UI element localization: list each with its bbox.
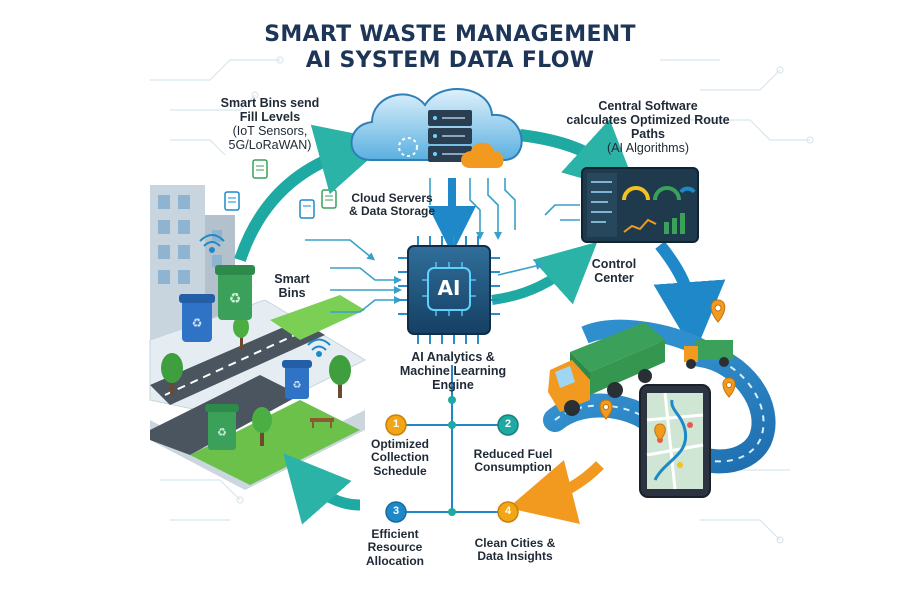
label-line: Schedule: [358, 465, 442, 478]
svg-text:♻: ♻: [192, 316, 203, 330]
svg-text:♻: ♻: [217, 426, 227, 439]
label-line: Optimized: [358, 438, 442, 451]
label-control-center: Control Center: [578, 257, 650, 285]
label-line: Fill Levels: [190, 110, 350, 124]
label-line: Efficient: [350, 528, 440, 541]
label-line: Cloud Servers: [332, 192, 452, 205]
label-line: AI Analytics &: [378, 350, 528, 364]
outcome-badge-number: 3: [386, 505, 406, 517]
bin-blue-small: ♻: [282, 360, 312, 399]
label-line: Machine Learning: [378, 364, 528, 378]
label-line: Paths: [548, 127, 748, 141]
outcome-label-2: Reduced Fuel Consumption: [458, 448, 568, 475]
label-smart-bins-send: Smart Bins send Fill Levels (IoT Sensors…: [190, 96, 350, 152]
label-line: 5G/LoRaWAN): [190, 138, 350, 152]
label-line: Smart Bins send: [190, 96, 350, 110]
tablet-map: [640, 385, 710, 497]
route-illustration: [548, 300, 764, 497]
outcome-badge-number: 2: [498, 418, 518, 430]
outcome-badge-number: 4: [498, 505, 518, 517]
outcome-label-3: Efficient Resource Allocation: [350, 528, 440, 568]
cloud-servers-illustration: [351, 89, 521, 168]
diagram-title-line1: SMART WASTE MANAGEMENT: [200, 22, 700, 47]
outcome-label-1: Optimized Collection Schedule: [358, 438, 442, 478]
label-line: & Data Storage: [332, 205, 452, 218]
bin-blue-large: ♻: [179, 294, 215, 342]
label-line: Reduced Fuel: [458, 448, 568, 461]
label-line: Control: [578, 257, 650, 271]
label-line: Data Insights: [460, 550, 570, 563]
label-line: calculates Optimized Route: [548, 113, 748, 127]
label-line: Bins: [262, 286, 322, 300]
bin-green-large: ♻: [215, 265, 255, 320]
ai-chip-label: AI: [428, 277, 470, 299]
outcome-badge-number: 1: [386, 418, 406, 430]
label-line: (IoT Sensors,: [190, 124, 350, 138]
control-center-dashboard: [582, 168, 698, 242]
svg-text:♻: ♻: [229, 291, 242, 307]
label-line: Consumption: [458, 461, 568, 474]
label-line: Center: [578, 271, 650, 285]
outcome-label-4: Clean Cities & Data Insights: [460, 537, 570, 564]
svg-text:♻: ♻: [293, 380, 302, 391]
label-cloud-servers: Cloud Servers & Data Storage: [332, 192, 452, 219]
label-line: Allocation: [350, 555, 440, 568]
label-line: (AI Algorithms): [548, 141, 748, 155]
label-line: Engine: [378, 378, 528, 392]
label-central-software: Central Software calculates Optimized Ro…: [548, 99, 748, 155]
label-line: Smart: [262, 272, 322, 286]
diagram-title-line2: AI SYSTEM DATA FLOW: [200, 48, 700, 73]
label-line: Clean Cities &: [460, 537, 570, 550]
label-line: Collection: [358, 451, 442, 464]
label-line: Resource: [350, 541, 440, 554]
bin-green-small: ♻: [205, 404, 239, 450]
label-ai-engine: AI Analytics & Machine Learning Engine: [378, 350, 528, 392]
label-line: Central Software: [548, 99, 748, 113]
label-smart-bins: Smart Bins: [262, 272, 322, 300]
